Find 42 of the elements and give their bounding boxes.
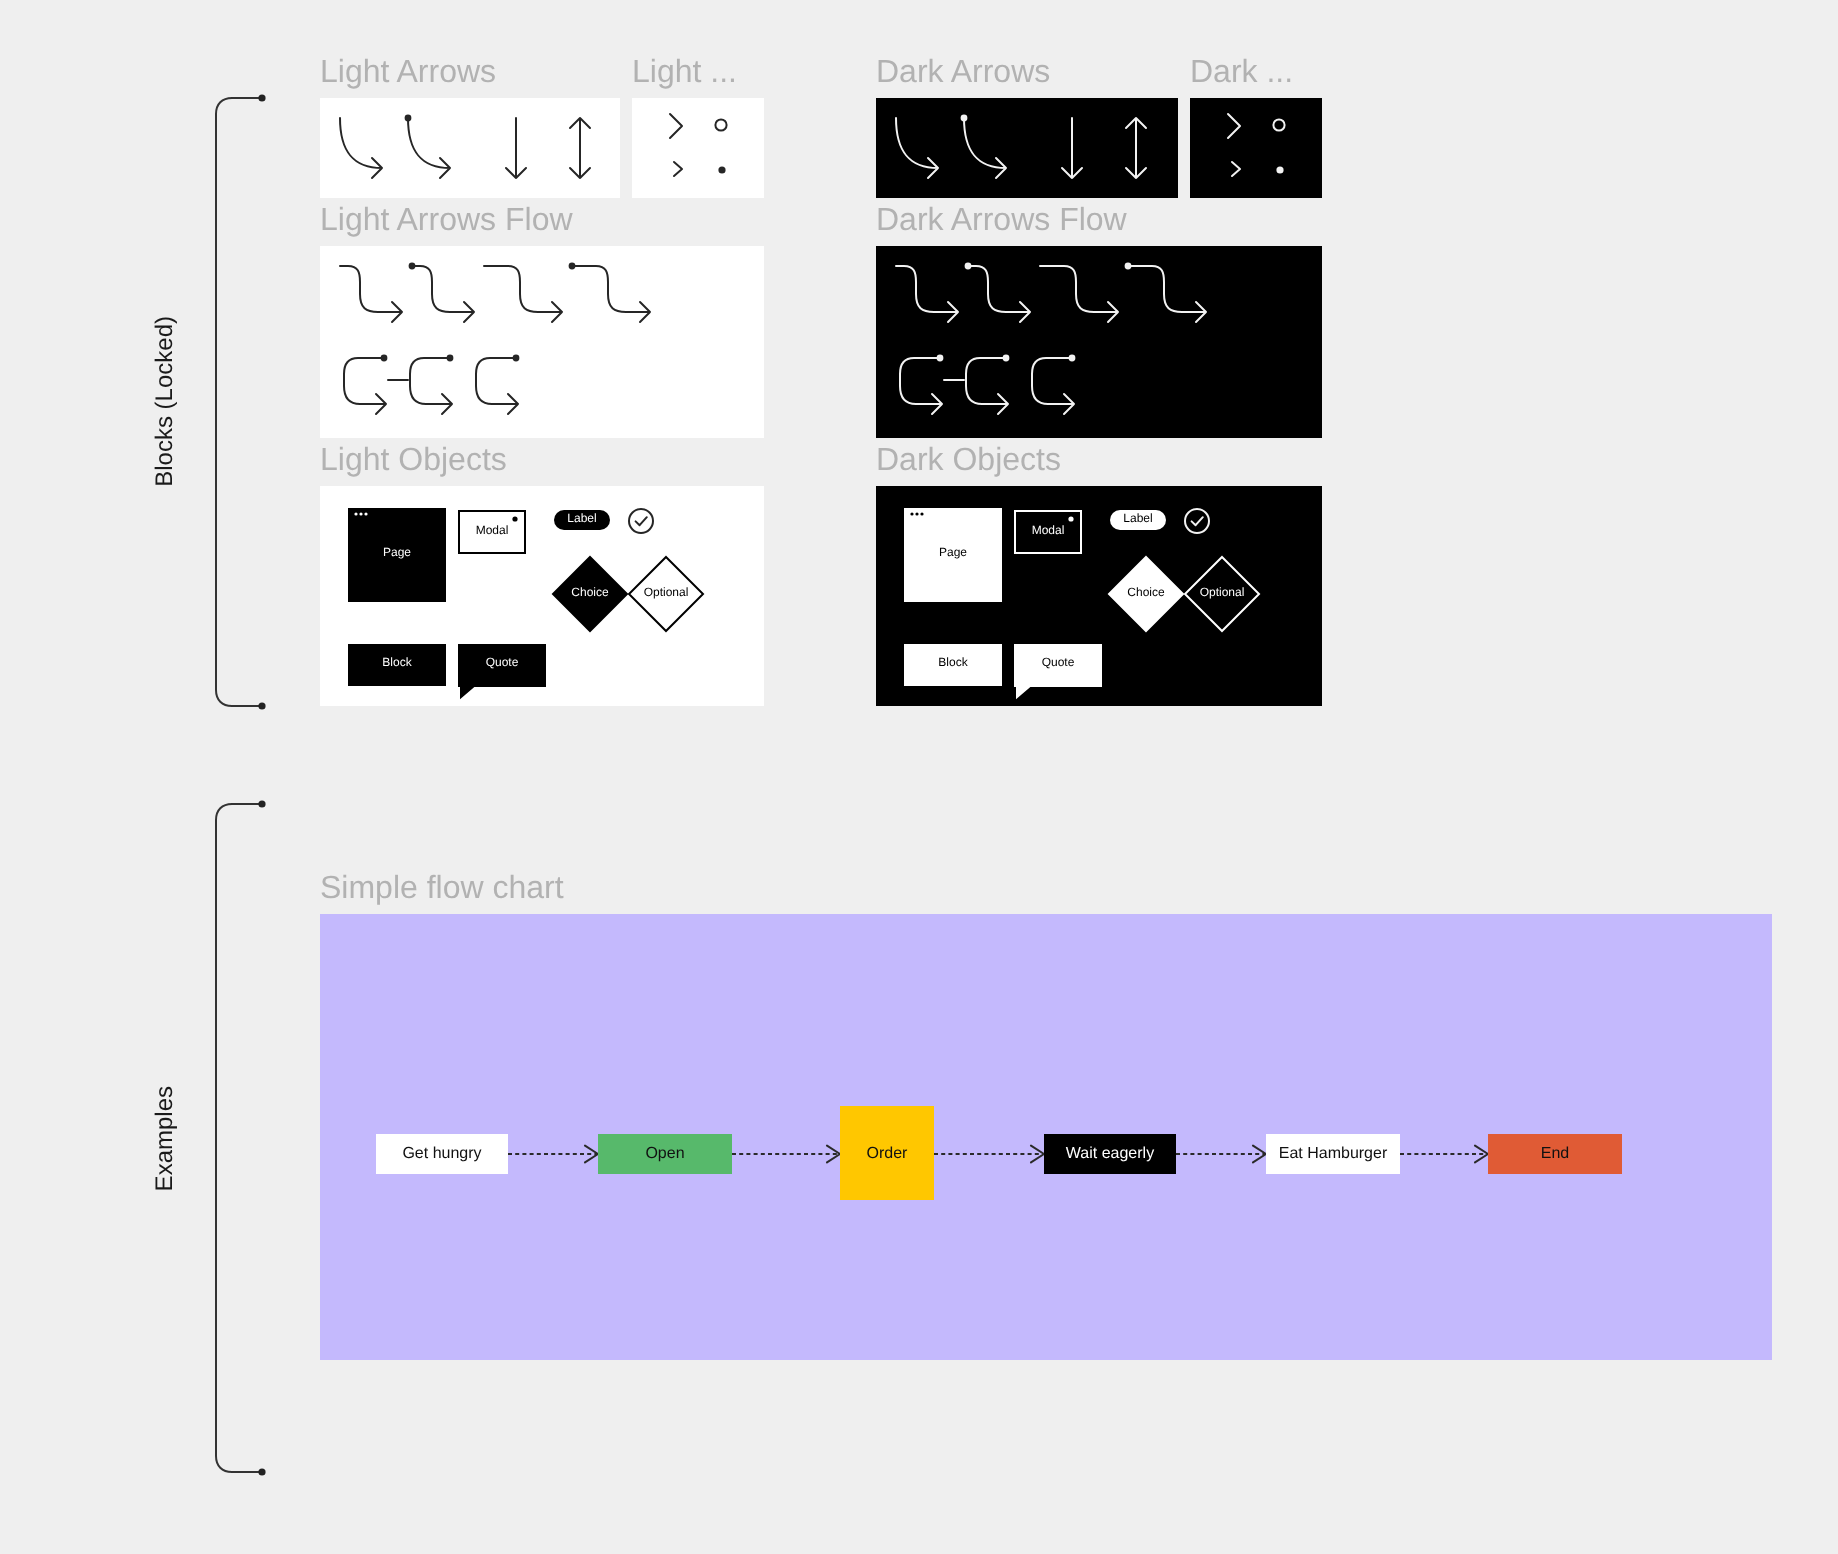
frame-title: Light Arrows [320, 56, 497, 92]
frame-title: Dark Arrows Flow [876, 204, 1127, 240]
dashed-arrow [731, 1144, 841, 1164]
modal-window [1014, 510, 1082, 554]
process-step [1044, 1134, 1176, 1174]
choice-diamond [1108, 556, 1184, 632]
frame-title: Dark ... [1190, 56, 1294, 92]
shape-label: Wait eagerly [1065, 1144, 1155, 1164]
optional-diamond [1184, 556, 1260, 632]
process-step [1266, 1134, 1400, 1174]
quote-bubble [458, 644, 546, 698]
frame-title: Dark Objects [876, 444, 1061, 480]
optional-diamond [628, 556, 704, 632]
process-step [1488, 1134, 1622, 1174]
dashed-arrow [1175, 1144, 1267, 1164]
block-card [348, 644, 446, 686]
section-label: Examples [150, 1085, 178, 1191]
frame-title: Dark Arrows [876, 56, 1051, 92]
frame-title: Light Arrows Flow [320, 204, 573, 240]
shape-label: End [1540, 1144, 1570, 1164]
shape-label: Get hungry [402, 1144, 482, 1164]
shape-label: Order [866, 1143, 908, 1163]
block-card [904, 644, 1002, 686]
label-pill [1110, 510, 1166, 530]
modal-window [458, 510, 526, 554]
label-pill [554, 510, 610, 530]
process-step [840, 1106, 934, 1200]
shape-label: Eat Hamburger [1278, 1144, 1388, 1164]
dashed-arrow [1399, 1144, 1489, 1164]
page-card [904, 508, 1002, 602]
process-step [598, 1134, 732, 1174]
section-label: Blocks (Locked) [150, 316, 178, 488]
frame-title: Light Objects [320, 444, 507, 480]
shape-label: Open [645, 1144, 685, 1164]
choice-diamond [552, 556, 628, 632]
quote-bubble [1014, 644, 1102, 698]
dashed-arrow [933, 1144, 1045, 1164]
page-card [348, 508, 446, 602]
frame-title: Light ... [632, 56, 737, 92]
frame-title: Simple flow chart [320, 872, 564, 908]
process-step [376, 1134, 508, 1174]
dashed-arrow [507, 1144, 599, 1164]
